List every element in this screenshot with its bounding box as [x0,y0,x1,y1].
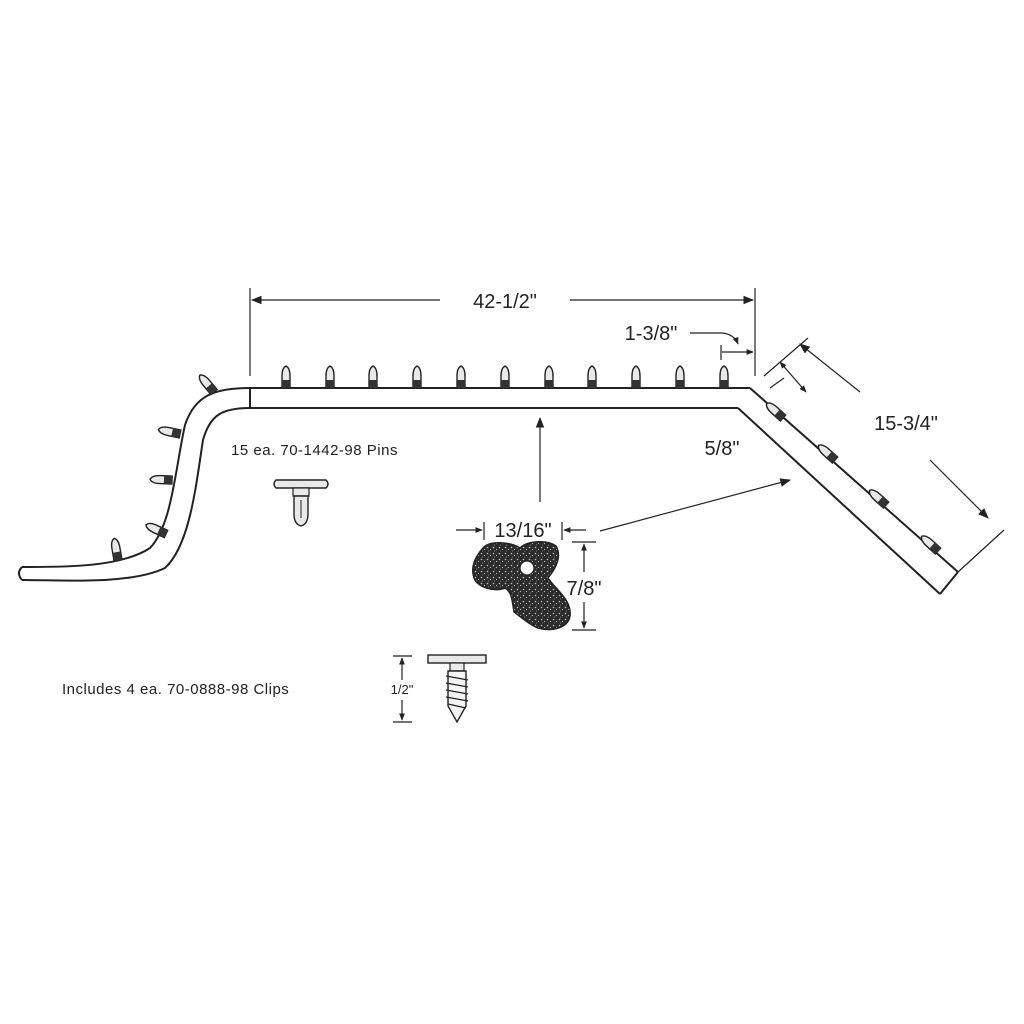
dimension-angled: 5/8" 15-3/4" [705,337,1005,573]
pin-icon [719,365,729,389]
profile-height-label: 7/8" [567,578,602,600]
dimension-profile-height: 7/8" [567,541,602,631]
end-gap-label: 5/8" [705,438,740,460]
pin-icon [675,365,685,389]
clip-height-label: 1/2" [391,682,414,697]
pin-icon [368,365,378,389]
pin-icon [281,365,291,389]
pin-icon [325,365,335,389]
pin-icon [918,532,942,555]
pin-icon [866,486,890,509]
pin-icon [412,365,422,389]
pin-icon [544,365,554,389]
pin-icon [763,399,787,422]
overall-length-label: 42-1/2" [473,291,537,313]
pin-icon [587,365,597,389]
dimension-overall-length: 42-1/2" [249,288,756,376]
profile-width-label: 13/16" [494,520,551,542]
dimension-clip-height: 1/2" [391,655,414,723]
clips-note: Includes 4 ea. 70-0888-98 Clips [62,681,289,698]
pin-icon [273,479,329,527]
dimension-profile-width: 13/16" [456,520,586,542]
end-offset-label: 1-3/8" [625,323,678,345]
pin-icon [109,536,123,562]
profile-cross-section-icon [471,541,571,631]
pin-icon [149,474,173,485]
profile-pointer-angled [599,478,792,532]
strip-pins-straight [281,365,729,389]
dimension-end-offset: 1-3/8" [625,323,754,360]
pin-icon [815,441,839,464]
angled-length-label: 15-3/4" [874,413,938,435]
pin-icon [631,365,641,389]
pin-icon [196,371,218,396]
pin-icon [500,365,510,389]
pin-icon [456,365,466,389]
pin-icon [156,424,182,439]
clip-icon [427,654,487,724]
pins-note: 15 ea. 70-1442-98 Pins [231,442,398,459]
